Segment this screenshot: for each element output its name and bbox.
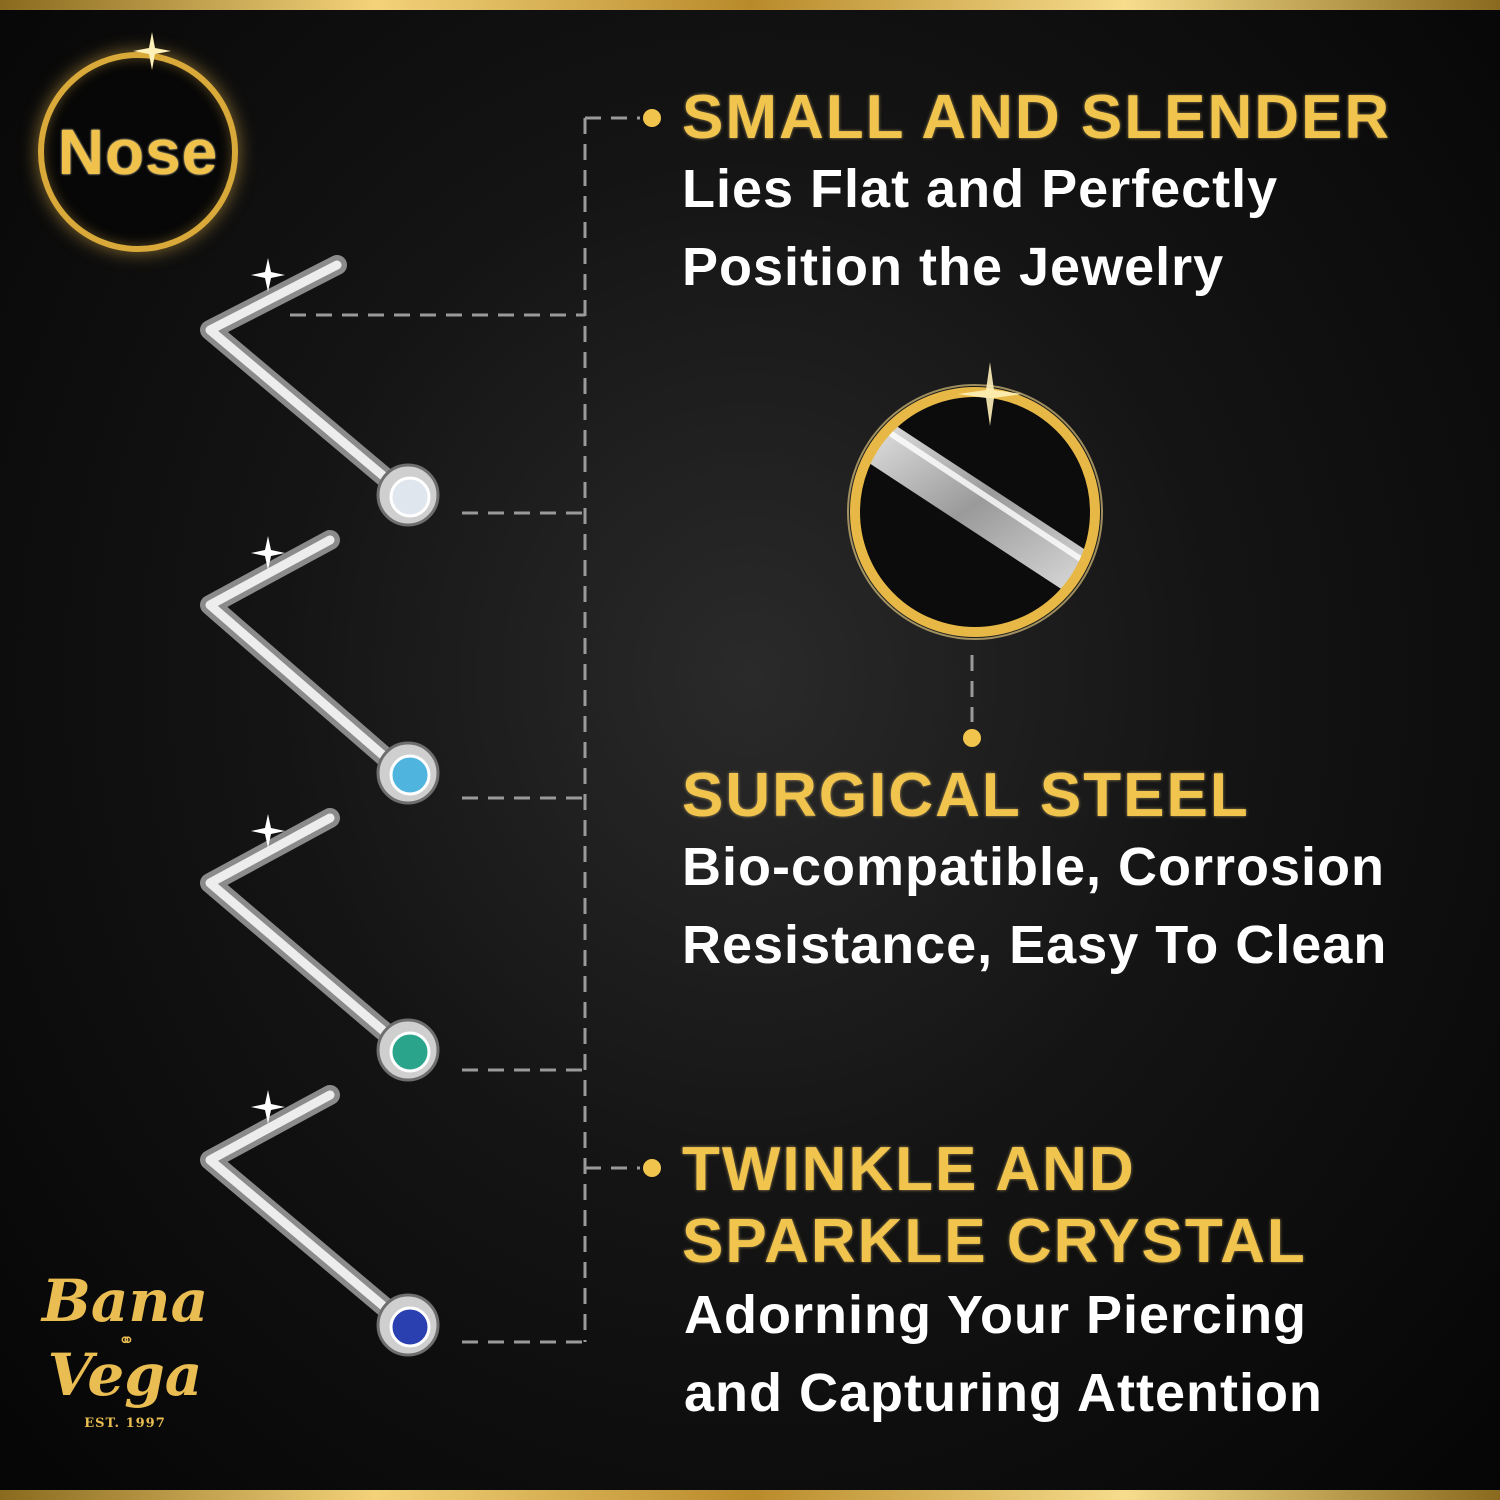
feature-3-body-line-2: and Capturing Attention bbox=[684, 1363, 1323, 1423]
connector-dot-2 bbox=[963, 729, 981, 747]
nose-stud-3 bbox=[200, 808, 440, 1082]
feature-2-body-line-2: Resistance, Easy To Clean bbox=[682, 915, 1388, 975]
badge-label: Nose bbox=[57, 116, 219, 188]
nose-badge: Nose bbox=[38, 52, 238, 252]
connector-dot-3 bbox=[643, 1159, 661, 1177]
brand-logo: Bana ⚭ Vega EST. 1997 bbox=[30, 1270, 220, 1431]
feature-2-title: SURGICAL STEEL bbox=[682, 761, 1250, 830]
feature-2-body-line-1: Bio-compatible, Corrosion bbox=[682, 837, 1386, 897]
brand-name-line-2: Vega bbox=[47, 1341, 203, 1409]
nose-stud-4 bbox=[200, 1085, 440, 1357]
brand-established: EST. 1997 bbox=[84, 1416, 166, 1431]
feature-3-body-line-1: Adorning Your Piercing bbox=[684, 1285, 1308, 1345]
nose-stud-2 bbox=[200, 530, 440, 805]
connector-lines bbox=[290, 116, 974, 1344]
brand-name-line-1: Bana bbox=[41, 1267, 209, 1335]
sparkles bbox=[133, 32, 285, 1124]
feature-3-title-line-2: SPARKLE CRYSTAL bbox=[682, 1207, 1307, 1276]
feature-3-title-line-1: TWINKLE AND bbox=[682, 1135, 1136, 1204]
feature-1-body-line-1: Lies Flat and Perfectly bbox=[682, 159, 1279, 219]
feature-1-title: SMALL AND SLENDER bbox=[682, 83, 1392, 152]
connector-dot-1 bbox=[643, 109, 661, 127]
nose-stud-1 bbox=[200, 255, 440, 527]
bottom-gold-border bbox=[0, 1490, 1500, 1500]
steel-zoom-circle bbox=[847, 362, 1103, 640]
feature-1-body-line-2: Position the Jewelry bbox=[682, 237, 1225, 297]
rings-icon: ⚭ bbox=[118, 1330, 135, 1352]
top-gold-border bbox=[0, 0, 1500, 10]
